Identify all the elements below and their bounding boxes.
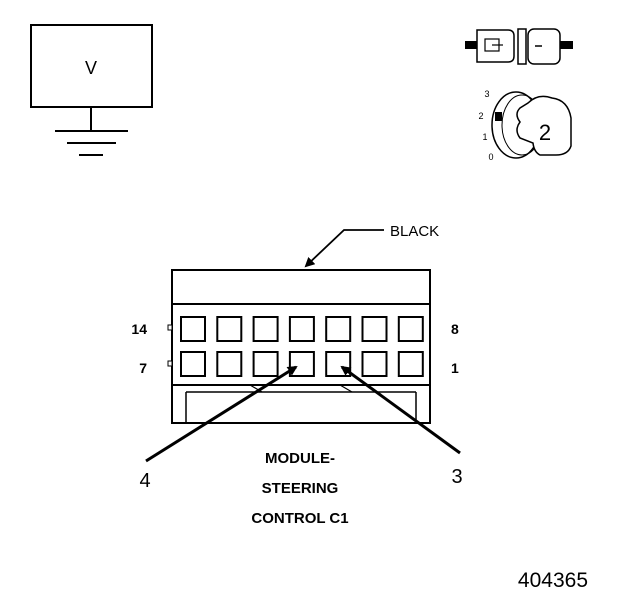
pin-label-7: 7 [139,360,147,376]
connector-cavity [325,316,352,342]
ground-icon [55,107,128,156]
connector-cavity [397,316,424,342]
connector-cavity [252,351,279,377]
probe-label-3: 3 [451,466,462,488]
connector-cavity [361,351,388,377]
switch-position-1: 1 [482,132,487,142]
voltmeter-label: V [85,58,97,78]
pin-label-1: 1 [451,360,459,376]
color-pointer-arrow [304,229,384,268]
connector-c1 [167,269,431,424]
connector-name-line-1: MODULE- [265,450,335,467]
connector-cavity [216,316,243,342]
switch-selected-position: 2 [539,120,551,145]
pin-label-14: 14 [131,321,147,337]
switch-position-0: 0 [488,152,493,162]
connector-color-label: BLACK [390,223,439,240]
connector-cavities [180,316,424,377]
connector-name-line-3: CONTROL C1 [251,510,348,527]
probe-arrow-right [340,365,461,455]
figure-number: 404365 [518,569,588,592]
connector-cavity [288,351,315,377]
probe-label-4: 4 [139,470,150,492]
switch-position-3: 3 [484,89,489,99]
connector-cavity [180,316,206,342]
switch-position-2: 2 [478,111,483,121]
ignition-switch-icon: 3 2 1 0 2 [478,89,572,162]
connector-name-line-2: STEERING [262,480,339,497]
pin-label-8: 8 [451,321,459,337]
connector-cavity [252,316,279,342]
connector-cavity [216,351,243,377]
connector-cavity [361,316,388,342]
connector-cavity [180,351,206,377]
connector-disconnect-icon [465,28,573,65]
connector-cavity [397,351,424,377]
voltmeter-symbol: V [30,24,153,156]
connector-cavity [325,351,352,377]
probe-arrow-left [145,365,298,463]
connector-cavity [288,316,315,342]
